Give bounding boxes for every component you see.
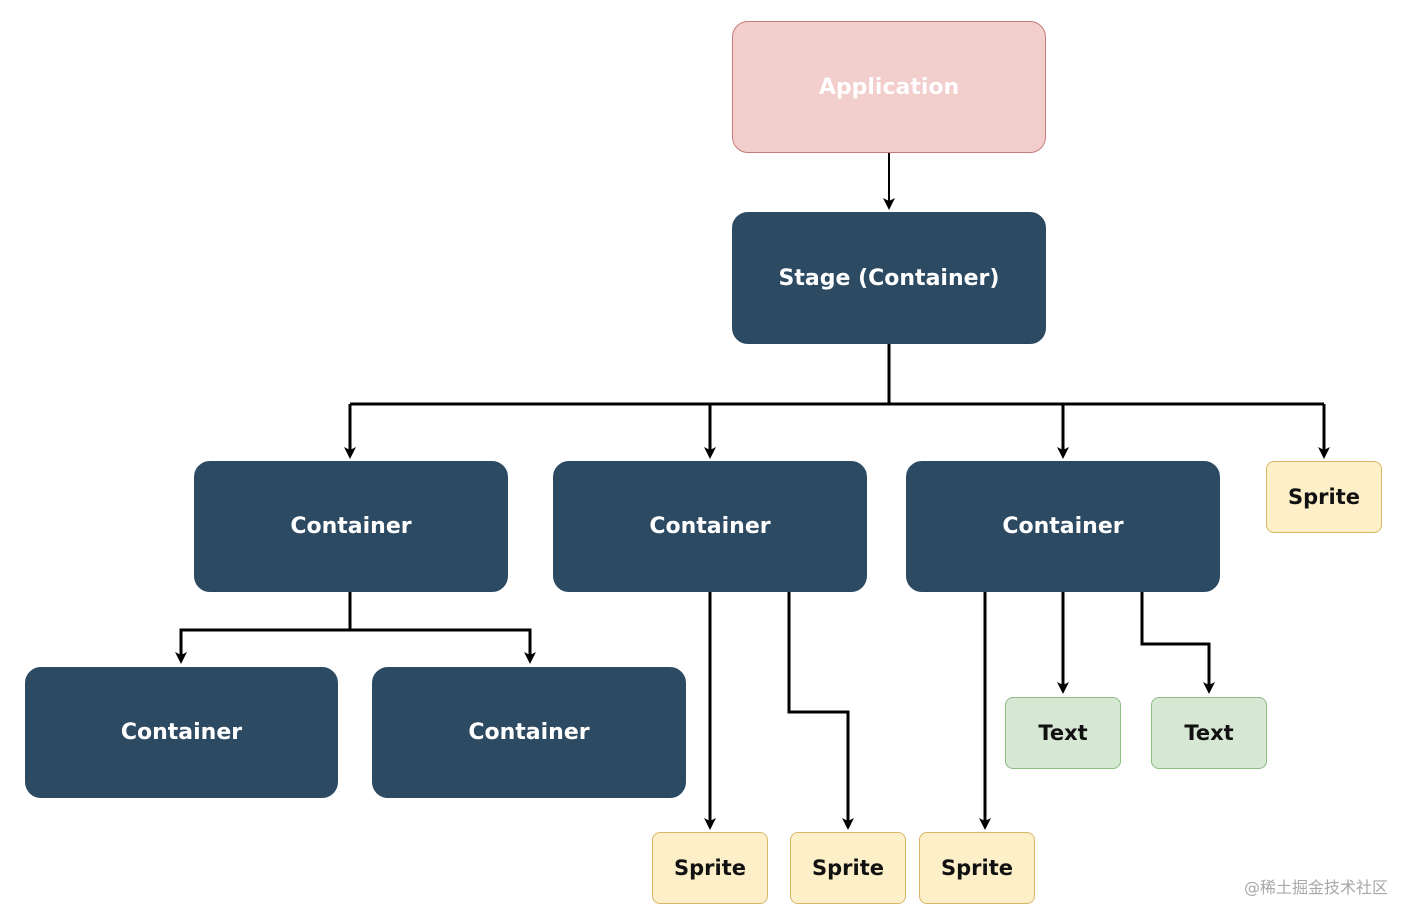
node-container-1-2: Container bbox=[372, 667, 686, 798]
node-text-container-3-b-label: Text bbox=[1184, 721, 1234, 745]
node-text-container-3-a-label: Text bbox=[1038, 721, 1088, 745]
node-application-label: Application bbox=[818, 74, 960, 100]
watermark-text: @稀土掘金技术社区 bbox=[1243, 878, 1388, 897]
node-text-container-3-a: Text bbox=[1005, 697, 1121, 769]
node-sprite-container-2-a-label: Sprite bbox=[674, 856, 746, 880]
node-container-1-1-label: Container bbox=[120, 720, 243, 745]
node-container-1: Container bbox=[194, 461, 508, 592]
node-container-1-2-label: Container bbox=[468, 720, 590, 745]
node-container-1-label: Container bbox=[290, 514, 412, 539]
node-container-1-1: Container bbox=[25, 667, 338, 798]
node-sprite-top-right-label: Sprite bbox=[1288, 485, 1360, 509]
node-stage-label: Stage (Container) bbox=[778, 265, 1000, 291]
node-text-container-3-b: Text bbox=[1151, 697, 1267, 769]
connector-container-1-to-child-2 bbox=[350, 628, 536, 664]
node-sprite-container-2-b: Sprite bbox=[790, 832, 906, 904]
node-application: Application bbox=[732, 21, 1046, 153]
node-container-3: Container bbox=[906, 461, 1220, 592]
node-sprite-container-2-a: Sprite bbox=[652, 832, 768, 904]
node-sprite-container-3: Sprite bbox=[919, 832, 1035, 904]
node-container-2-label: Container bbox=[649, 514, 771, 539]
node-container-2: Container bbox=[553, 461, 867, 592]
node-sprite-container-3-label: Sprite bbox=[941, 856, 1013, 880]
connector-container-2-to-sprite-b bbox=[787, 592, 854, 830]
node-sprite-top-right: Sprite bbox=[1266, 461, 1382, 533]
connector-container-1-to-children bbox=[175, 592, 352, 664]
node-sprite-container-2-b-label: Sprite bbox=[812, 856, 884, 880]
connector-container-3-to-text-b bbox=[1140, 592, 1215, 694]
node-stage: Stage (Container) bbox=[732, 212, 1046, 344]
node-container-3-label: Container bbox=[1002, 514, 1124, 539]
